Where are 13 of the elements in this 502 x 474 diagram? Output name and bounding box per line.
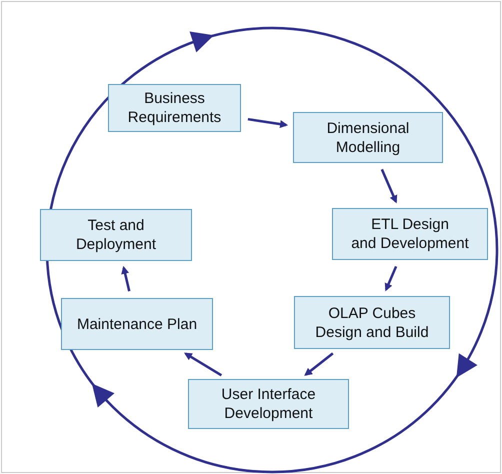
arrow: [121, 266, 130, 292]
arrow: [248, 118, 288, 128]
process-box: User Interface Development: [188, 379, 349, 429]
arrow: [304, 352, 334, 376]
process-box: OLAP Cubes Design and Build: [294, 296, 450, 349]
process-box: Maintenance Plan: [61, 298, 213, 350]
process-box: Dimensional Modelling: [293, 112, 443, 163]
arrow: [380, 168, 398, 204]
process-box: ETL Design and Development: [332, 208, 488, 260]
arrow: [384, 266, 398, 292]
arrow: [184, 352, 222, 376]
process-box: Business Requirements: [108, 84, 241, 132]
process-box: Test and Deployment: [40, 209, 192, 261]
